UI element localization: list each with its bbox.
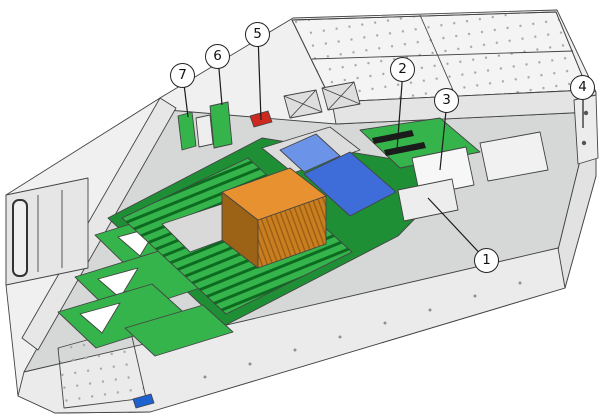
callout-7-number: 7 — [178, 66, 187, 83]
callout-2-number: 2 — [398, 60, 407, 77]
front-wall — [17, 247, 566, 414]
callout-6: 6 — [205, 44, 230, 69]
leader-line-5 — [257, 34, 262, 121]
rack-ear — [573, 94, 599, 165]
callout-3-number: 3 — [442, 91, 451, 108]
power-supply — [5, 177, 89, 286]
psu-handle — [12, 199, 28, 277]
callout-2: 2 — [390, 57, 415, 82]
cross-braces — [283, 81, 361, 119]
front-modules — [397, 131, 549, 222]
heatsink-top-face — [221, 167, 327, 221]
cpu-heatsink — [221, 167, 327, 269]
callout-4-number: 4 — [578, 78, 587, 95]
front-wall-rivets — [203, 281, 522, 379]
callout-4: 4 — [570, 75, 595, 100]
front-blue-part — [132, 393, 155, 409]
callout-6-number: 6 — [213, 47, 222, 64]
callout-5: 5 — [245, 22, 270, 47]
top-cover — [291, 11, 589, 103]
callout-1: 1 — [474, 248, 499, 273]
air-baffles — [279, 133, 397, 217]
callout-1-number: 1 — [482, 251, 491, 268]
callout-5-number: 5 — [253, 25, 262, 42]
callout-7: 7 — [170, 63, 195, 88]
callout-3: 3 — [434, 88, 459, 113]
leader-line-2 — [396, 69, 404, 151]
